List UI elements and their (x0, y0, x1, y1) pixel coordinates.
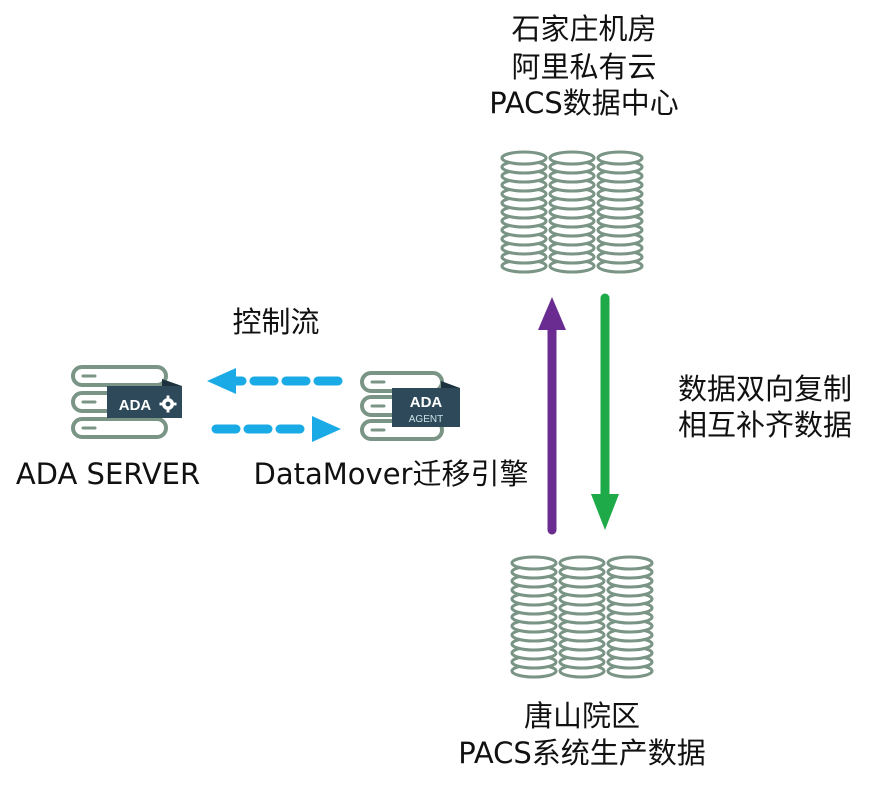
disk-column (548, 150, 596, 274)
disk-platter (596, 150, 644, 166)
disk-platter (510, 555, 558, 571)
datacenter-title-line1: 石家庄机房 (511, 12, 657, 46)
disk-platter (558, 555, 606, 571)
ada-server-label: ADA SERVER (15, 457, 201, 491)
ada-server-badge: ADA (119, 397, 152, 414)
replication-arrow-up (538, 297, 566, 535)
replication-label-line1: 数据双向复制 (678, 372, 853, 406)
disk-platter (548, 150, 596, 166)
ada-server-icon: ADA (71, 365, 182, 439)
gear-icon (159, 395, 177, 413)
replication-label-line2: 相互补齐数据 (678, 408, 853, 442)
control-flow-arrow-left (207, 368, 343, 394)
datacenter-title-line3: PACS数据中心 (489, 86, 679, 120)
control-flow-label: 控制流 (232, 305, 320, 339)
disk-column (510, 555, 558, 679)
agent-badge-bottom: AGENT (409, 414, 443, 425)
hospital-storage-icon (510, 555, 654, 679)
datacenter-title-line2: 阿里私有云 (511, 50, 657, 84)
hospital-title-line1: 唐山院区 (523, 699, 641, 733)
control-flow-arrow-right (211, 416, 341, 442)
disk-column (500, 150, 548, 274)
disk-column (606, 555, 654, 679)
rack-unit (71, 417, 168, 439)
agent-label: DataMover迁移引擎 (253, 457, 529, 491)
replication-arrow-down (591, 293, 619, 530)
disk-platter (606, 555, 654, 571)
datacenter-storage-icon (500, 150, 644, 274)
disk-column (596, 150, 644, 274)
ada-agent-icon: ADA AGENT (360, 371, 460, 441)
hospital-title-line2: PACS系统生产数据 (458, 736, 706, 770)
disk-column (558, 555, 606, 679)
rack-unit (71, 365, 168, 387)
agent-badge-top: ADA (410, 394, 443, 411)
disk-platter (500, 150, 548, 166)
